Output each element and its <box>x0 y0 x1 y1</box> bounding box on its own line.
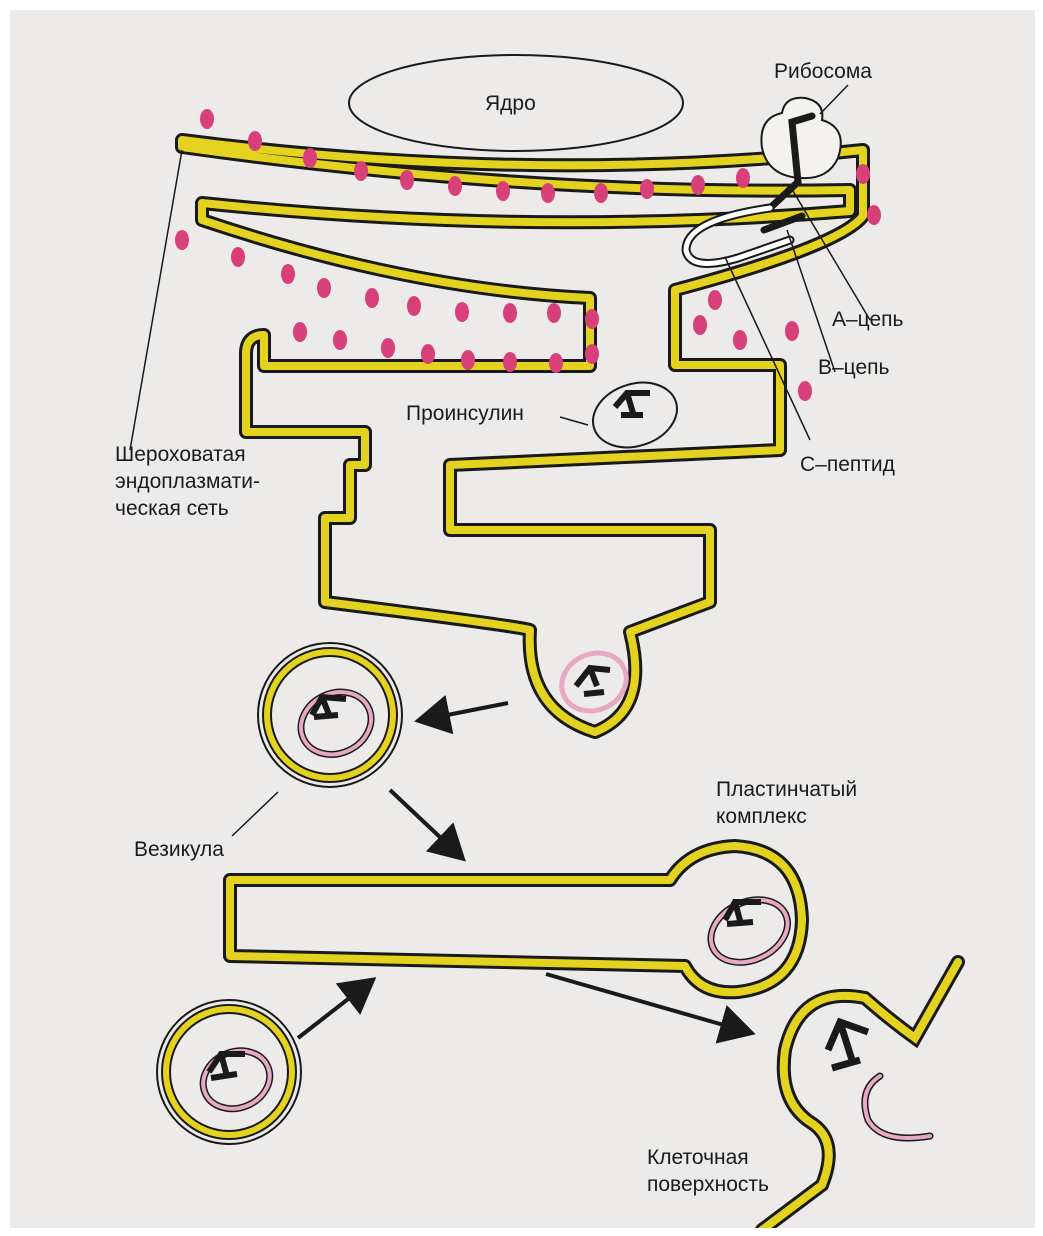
ribosome-dot <box>365 288 379 308</box>
ribosome-dot <box>503 303 517 323</box>
proinsulin-label: Проинсулин <box>406 400 524 427</box>
ribosome-dot <box>503 352 517 372</box>
ribosome-dot <box>421 344 435 364</box>
ribosome-dot <box>400 170 414 190</box>
cell-surface-label-line-2: поверхность <box>647 1171 769 1198</box>
rough-er-label-line-3: ческая сеть <box>115 495 260 522</box>
cell-surface-label: Клеточная поверхность <box>647 1144 769 1198</box>
golgi-label-line-2: комплекс <box>716 803 857 830</box>
ribosome-dot <box>496 181 510 201</box>
golgi-label: Пластинчатый комплекс <box>716 776 857 830</box>
ribosome-dot <box>733 330 747 350</box>
ribosome-dot <box>691 175 705 195</box>
golgi-label-line-1: Пластинчатый <box>716 776 857 803</box>
rough-er-label-line-1: Шероховатая <box>115 441 260 468</box>
ribosome-dot <box>333 330 347 350</box>
ribosome-dot <box>798 381 812 401</box>
ribosome-dot <box>354 161 368 181</box>
ribosome-dot <box>547 303 561 323</box>
rough-er-label: Шероховатая эндоплазмати- ческая сеть <box>115 441 260 522</box>
figure-page: Ядро Рибосома A–цепь B–цепь C–пептид Про… <box>10 10 1035 1228</box>
vesicle-upper <box>258 643 402 787</box>
ribosome-label: Рибосома <box>774 58 872 85</box>
rough-er-label-line-2: эндоплазмати- <box>115 468 260 495</box>
insulin-secretion-diagram <box>10 10 1035 1228</box>
ribosome-dot <box>200 109 214 129</box>
ribosome-dot <box>381 338 395 358</box>
vesicle-lower <box>157 1000 301 1144</box>
ribosome-dot <box>248 131 262 151</box>
ribosome-dot <box>455 302 469 322</box>
ribosome-dot <box>708 290 722 310</box>
ribosome-dot <box>448 176 462 196</box>
ribosome-dot <box>736 168 750 188</box>
ribosome-dot <box>281 264 295 284</box>
ribosome-dot <box>317 278 331 298</box>
ribosome-dot <box>867 205 881 225</box>
cell-surface-label-line-1: Клеточная <box>647 1144 769 1171</box>
ribosome-dot <box>585 344 599 364</box>
ribosome-dot <box>541 183 555 203</box>
ribosome-dot <box>293 322 307 342</box>
ribosome-dot <box>461 350 475 370</box>
ribosome-dot <box>303 148 317 168</box>
a-chain-label: A–цепь <box>832 306 903 333</box>
golgi-granule <box>701 888 798 974</box>
ribosome-dot <box>549 353 563 373</box>
ribosome-dot <box>175 230 189 250</box>
ribosome-dot <box>585 309 599 329</box>
ribosome-dot <box>594 183 608 203</box>
ribosome-dot <box>640 179 654 199</box>
ribosome-dot <box>693 315 707 335</box>
cell-surface-membrane <box>762 962 958 1228</box>
nucleus-label: Ядро <box>485 90 536 117</box>
vesicle-label: Везикула <box>134 836 224 863</box>
ribosome-dot <box>231 247 245 267</box>
ribosome-dot <box>856 164 870 184</box>
b-chain-label: B–цепь <box>818 354 889 381</box>
c-peptide-label: C–пептид <box>800 451 895 478</box>
ribosome-dot <box>407 296 421 316</box>
ribosome-dot <box>785 321 799 341</box>
proinsulin-granule <box>585 372 686 458</box>
